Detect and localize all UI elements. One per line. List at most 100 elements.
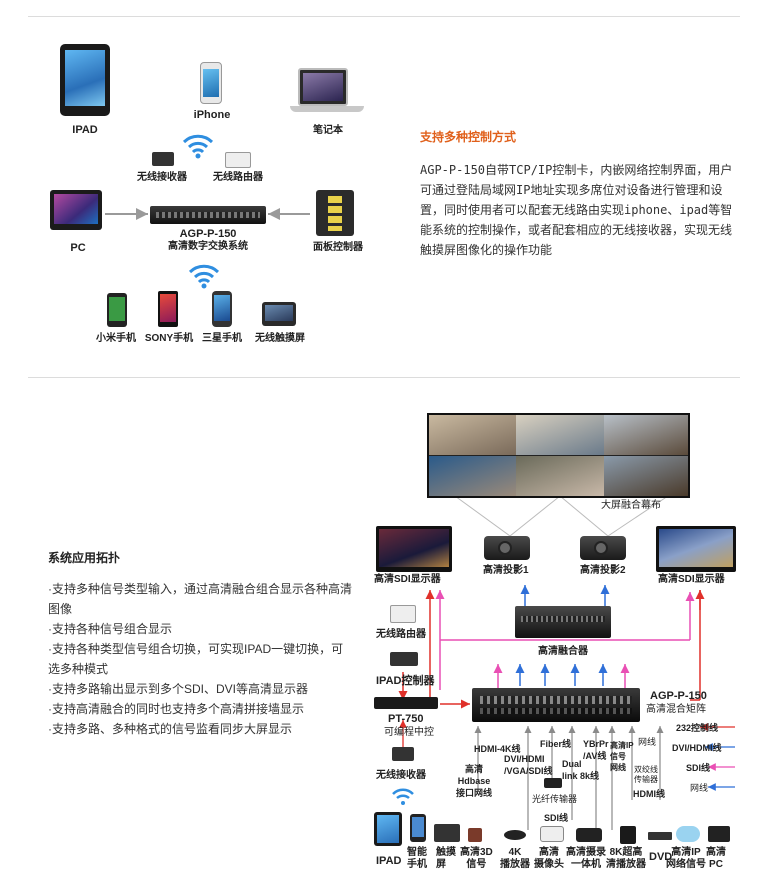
fiber-transmitter-label: 光纤传输器 [532, 794, 578, 804]
net-line-cable-label: 网线 [690, 783, 709, 793]
divider-top [28, 16, 740, 17]
matrix-desc-label: 高清混合矩阵 [646, 704, 706, 715]
ypbpr-cable-label: YBrPr /AV线 [583, 739, 609, 761]
src-camcorder-label: 高清摄录 一体机 [566, 847, 606, 870]
src-phone-label: 智能 手机 [407, 847, 427, 870]
projector-1-label: 高清投影1 [483, 565, 529, 576]
sdi-display-left-icon [376, 526, 452, 572]
sdi-display-left-label: 高清SDI显示器 [374, 574, 441, 585]
divider-middle [28, 377, 740, 378]
src-camera-label: 高清 摄像头 [534, 847, 564, 870]
feature-item: ·支持高清融合的同时也支持多个高清拼接墙显示 [48, 702, 304, 716]
agp-switch-icon [150, 206, 266, 224]
src-ipnet-icon [676, 826, 700, 842]
touchscreen-icon [262, 302, 296, 326]
pt750-label: PT-750 [388, 713, 424, 725]
dvi-hdmi-cable-label: DVI/HDMI线 [672, 743, 722, 753]
router-icon [390, 605, 416, 623]
src-dvd-icon [648, 832, 672, 840]
switch-desc-label: 高清数字交换系统 [168, 241, 248, 252]
src-pc-icon [708, 826, 730, 842]
pt750-device-icon [374, 697, 438, 709]
feature-item: ·支持多路、多种格式的信号监看同步大屏显示 [48, 722, 292, 736]
fusion-device-icon [515, 606, 611, 638]
src-pc-label: 高清 PC [706, 847, 726, 870]
feature-item: ·支持各种类型信号组合切换，可实现IPAD一键切换，可选多种模式 [48, 642, 344, 676]
src-touchscreen-label: 触摸 屏 [436, 847, 456, 870]
panel-controller-label: 面板控制器 [313, 242, 363, 253]
projector-1-icon [484, 536, 530, 560]
src-3d-icon [468, 828, 482, 842]
twisted-transmitter-label: 双绞线 传输器 [634, 765, 658, 784]
hdmi4k-cable-label: HDMI-4K线 [474, 744, 521, 754]
hdbase-cable-label: 高清 Hdbase 接口网线 [456, 764, 493, 798]
ipad-controller-label: IPAD控制器 [376, 675, 435, 687]
src-camera-icon [540, 826, 564, 842]
samsung-phone-icon [212, 291, 232, 327]
net-cable-label: 网线 [638, 737, 657, 747]
feature-item: ·支持多种信号类型输入，通过高清融合组合显示各种高清图像 [48, 582, 352, 616]
feature-list: ·支持多种信号类型输入，通过高清融合组合显示各种高清图像 ·支持各种信号组合显示… [48, 579, 353, 739]
ipad-controller-icon [390, 652, 418, 666]
src-3d-label: 高清3D 信号 [460, 847, 493, 870]
fused-screen-image [427, 413, 690, 498]
laptop-device-icon [298, 68, 348, 106]
laptop-base-icon [290, 106, 364, 112]
src-phone-icon [410, 814, 426, 842]
dual-link-cable-label: Dual link 8k线 [562, 759, 600, 781]
wireless-receiver-icon [152, 152, 174, 166]
projector-2-icon [580, 536, 626, 560]
ipad-device-icon [60, 44, 110, 116]
ip-net-cable-label: 高清IP 信号 网线 [610, 741, 634, 772]
src-4k-player-icon [504, 830, 526, 840]
src-dvd-label: DVD [649, 851, 673, 863]
wireless-receiver-label: 无线接收器 [137, 172, 187, 183]
wireless-router-icon [225, 152, 251, 168]
src-8k-player-icon [620, 826, 636, 844]
topology-title: 系统应用拓扑 [48, 551, 121, 565]
control-methods-description: AGP-P-150自带TCP/IP控制卡，内嵌网络控制界面，用户可通过登陆局域网… [420, 163, 733, 257]
sdi-display-right-label: 高清SDI显示器 [658, 574, 725, 585]
ipad-label: IPAD [72, 124, 98, 136]
sony-phone-icon [158, 291, 178, 327]
wifi-icon-middle [186, 260, 222, 290]
hdmi-cable-label: HDMI线 [633, 789, 665, 799]
src-ipnet-label: 高清IP 网络信号 [666, 847, 706, 870]
sdi-display-right-icon [656, 526, 736, 572]
src-8k-player-label: 8K超高 清播放器 [606, 847, 646, 870]
fusion-label: 高清融合器 [538, 646, 588, 657]
receiver-icon [392, 747, 414, 761]
matrix-device-icon [472, 688, 640, 722]
matrix-model-label: AGP-P-150 [650, 690, 707, 702]
projector-2-label: 高清投影2 [580, 565, 626, 576]
feature-item: ·支持各种信号组合显示 [48, 622, 172, 636]
c232-cable-label: 232控制线 [676, 723, 719, 733]
sdi-cable-label: SDI线 [686, 763, 711, 773]
panel-controller-icon [316, 190, 354, 236]
src-ipad-label: IPAD [376, 855, 402, 867]
feature-item: ·支持多路输出显示到多个SDI、DVI等高清显示器 [48, 682, 309, 696]
wifi-icon-top [180, 130, 216, 160]
sony-label: SONY手机 [144, 333, 194, 344]
xiaomi-label: 小米手机 [96, 333, 136, 344]
wireless-router-label: 无线路由器 [213, 172, 263, 183]
src-touchscreen-icon [434, 824, 460, 842]
laptop-label: 笔记本 [313, 125, 343, 136]
src-camcorder-icon [576, 828, 602, 842]
fiber-cable-label: Fiber线 [540, 739, 572, 749]
switch-model-label: AGP-P-150 [179, 228, 237, 240]
router-label: 无线路由器 [376, 629, 426, 640]
fiber-transmitter-icon [544, 778, 562, 788]
xiaomi-phone-icon [107, 293, 127, 327]
wifi-icon-bottom [390, 785, 416, 807]
src-4k-player-label: 4K 播放器 [500, 847, 530, 870]
pc-device-icon [50, 190, 102, 230]
iphone-device-icon [200, 62, 222, 104]
iphone-label: iPhone [193, 109, 231, 121]
samsung-label: 三星手机 [202, 333, 242, 344]
fused-screen-label: 大屏融合幕布 [601, 500, 661, 511]
sdi-small-cable-label: SDI线 [544, 813, 569, 823]
dvi-vga-sdi-cable-label: DVI/HDMI /VGA/SDI线 [504, 754, 553, 776]
